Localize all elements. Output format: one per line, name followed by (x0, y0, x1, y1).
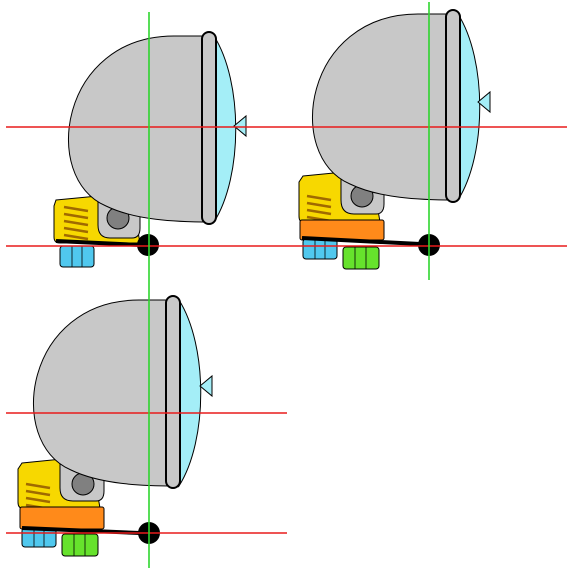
lens-nipple-icon (233, 114, 247, 138)
variant-top-left (53, 31, 247, 268)
thread-spring-icon (306, 194, 332, 237)
arm-rod (55, 234, 159, 256)
lamp-rim (165, 295, 181, 489)
spacer-block (19, 506, 105, 530)
lamp-housing (32, 295, 213, 489)
thread-spring-icon (63, 205, 89, 241)
variant-top-right (298, 9, 491, 270)
nut-cyan (59, 245, 95, 268)
variant-bottom-left (17, 295, 213, 557)
lamp-housing (311, 9, 491, 203)
lamp-rim (201, 31, 217, 225)
nut-green (342, 246, 380, 270)
pivot-ball-icon (137, 234, 159, 256)
nut-green (61, 533, 99, 557)
lens-nipple-icon (477, 90, 491, 114)
nut-cyan (302, 238, 338, 260)
lamp-rim (445, 9, 461, 203)
lamp-housing (67, 31, 247, 225)
lens-nipple-icon (199, 374, 213, 398)
reference-lines (6, 2, 567, 568)
